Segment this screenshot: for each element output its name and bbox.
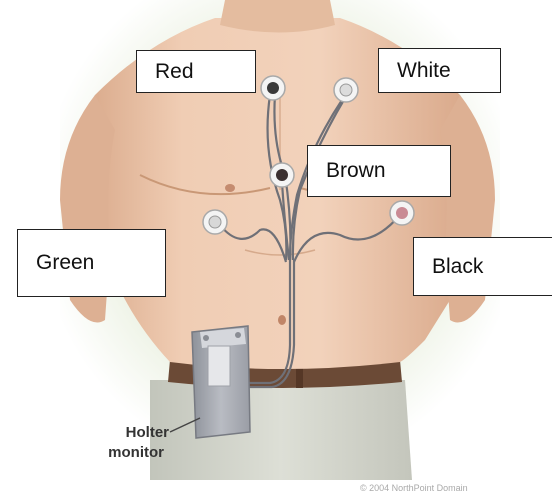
holter-label-line1: Holter bbox=[94, 424, 169, 442]
label-red: Red bbox=[136, 50, 256, 93]
left-nipple bbox=[225, 184, 235, 192]
neck bbox=[220, 0, 335, 33]
electrode-black bbox=[390, 201, 414, 225]
electrode-white bbox=[334, 78, 358, 102]
electrode-brown bbox=[270, 163, 294, 187]
electrode-red bbox=[261, 76, 285, 100]
pants bbox=[150, 380, 412, 480]
label-brown: Brown bbox=[307, 145, 451, 197]
copyright-notice: © 2004 NorthPoint Domain bbox=[360, 483, 468, 493]
label-white: White bbox=[378, 48, 501, 93]
label-black-text: Black bbox=[432, 255, 483, 279]
label-brown-text: Brown bbox=[326, 159, 386, 183]
label-red-text: Red bbox=[155, 60, 194, 84]
label-green: Green bbox=[17, 229, 166, 297]
label-green-text: Green bbox=[36, 251, 94, 275]
label-white-text: White bbox=[397, 59, 451, 83]
holter-label-line2: monitor bbox=[89, 444, 164, 462]
holter-device bbox=[192, 326, 250, 438]
navel bbox=[278, 315, 286, 325]
electrode-green bbox=[203, 210, 227, 234]
label-black: Black bbox=[413, 237, 552, 296]
